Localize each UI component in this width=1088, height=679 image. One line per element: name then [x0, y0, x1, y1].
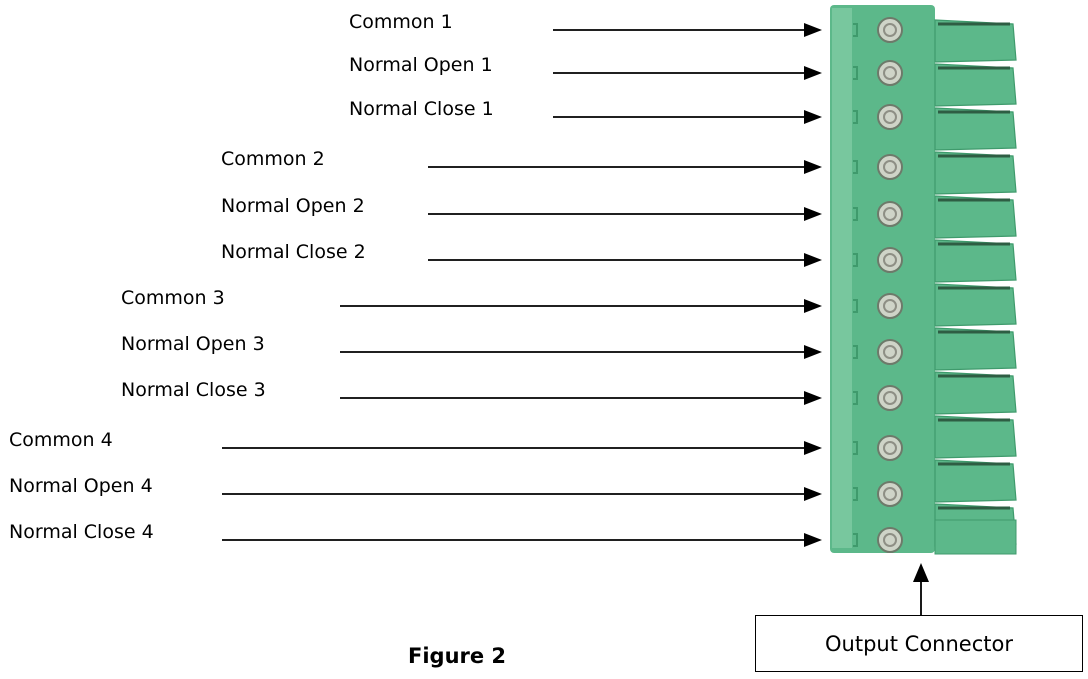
screw-icon: [878, 155, 902, 179]
pin-label: Normal Open 1: [349, 53, 493, 77]
figure-caption: Figure 2: [408, 644, 506, 668]
terminal-fin: [935, 284, 1016, 326]
pin-arrowhead: [804, 23, 822, 37]
pin-arrowhead: [804, 207, 822, 221]
terminal-block: [830, 5, 1016, 554]
pin-arrowhead: [804, 345, 822, 359]
terminal-fin: [935, 108, 1016, 150]
screw-icon: [878, 18, 902, 42]
pin-label: Common 1: [349, 10, 453, 34]
pin-label: Common 2: [221, 147, 325, 171]
output-connector-label: Output Connector: [825, 632, 1013, 656]
pin-label: Normal Close 4: [9, 520, 154, 544]
terminal-fin: [935, 416, 1016, 458]
screw-icon: [878, 340, 902, 364]
pin-arrowhead: [804, 391, 822, 405]
screw-icon: [878, 202, 902, 226]
pin-arrowhead: [804, 299, 822, 313]
pin-label: Common 4: [9, 428, 113, 452]
pin-arrowhead: [804, 66, 822, 80]
terminal-fin: [935, 20, 1016, 62]
screw-icon: [878, 248, 902, 272]
pin-arrowhead: [804, 110, 822, 124]
pin-label: Normal Open 2: [221, 194, 365, 218]
pin-arrowhead: [804, 441, 822, 455]
pin-label: Common 3: [121, 286, 225, 310]
screw-icon: [878, 61, 902, 85]
terminal-fin: [935, 372, 1016, 414]
pin-label: Normal Open 3: [121, 332, 265, 356]
pin-arrowhead: [804, 533, 822, 547]
pin-arrowhead: [804, 160, 822, 174]
terminal-block-highlight: [832, 8, 852, 548]
pin-label: Normal Close 1: [349, 97, 494, 121]
terminal-fin: [935, 196, 1016, 238]
terminal-fin: [935, 152, 1016, 194]
output-connector-box: Output Connector: [755, 615, 1083, 672]
pin-label: Normal Open 4: [9, 474, 153, 498]
pin-arrowhead: [804, 253, 822, 267]
pin-arrowhead: [804, 487, 822, 501]
terminal-fin: [935, 64, 1016, 106]
terminal-fin: [935, 460, 1016, 502]
pin-label: Normal Close 3: [121, 378, 266, 402]
terminal-block-foot: [935, 520, 1016, 554]
pin-label: Normal Close 2: [221, 240, 366, 264]
output-arrowhead: [913, 563, 929, 582]
terminal-fin: [935, 240, 1016, 282]
screw-icon: [878, 386, 902, 410]
screw-icon: [878, 294, 902, 318]
screw-icon: [878, 105, 902, 129]
screw-icon: [878, 482, 902, 506]
screw-icon: [878, 436, 902, 460]
screw-icon: [878, 528, 902, 552]
terminal-fin: [935, 328, 1016, 370]
